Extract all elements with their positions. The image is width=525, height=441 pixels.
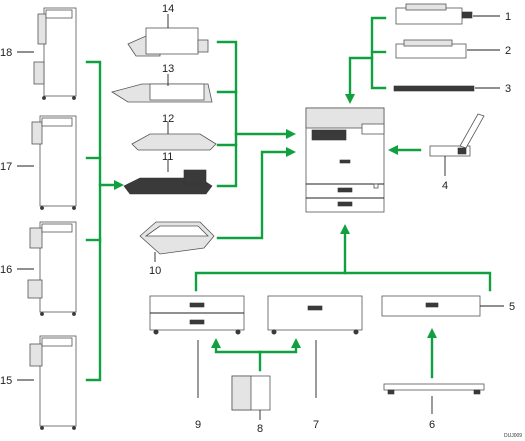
option-13 <box>111 83 213 103</box>
option-11 <box>123 169 213 195</box>
callout-10: 10 <box>149 265 161 277</box>
callout-11: 11 <box>162 151 173 163</box>
callout-18: 18 <box>0 47 12 59</box>
callout-5: 5 <box>509 301 515 313</box>
option-7 <box>267 295 363 335</box>
leader-lines <box>17 14 504 420</box>
option-9 <box>149 295 245 335</box>
callout-8: 8 <box>257 423 263 435</box>
option-8 <box>231 375 271 411</box>
callout-13: 13 <box>162 63 174 75</box>
finisher-16 <box>27 221 77 316</box>
option-6 <box>383 383 485 395</box>
callout-1: 1 <box>505 11 511 23</box>
callout-12: 12 <box>162 113 174 125</box>
option-14 <box>127 27 209 57</box>
callout-17: 17 <box>0 161 12 173</box>
callout-15: 15 <box>0 375 12 387</box>
option-12 <box>131 133 217 151</box>
callout-16: 16 <box>0 264 12 276</box>
finisher-17 <box>31 115 77 210</box>
option-1 <box>395 3 473 25</box>
option-2 <box>395 39 467 59</box>
connector-lines <box>85 16 492 382</box>
option-10 <box>139 221 215 255</box>
finisher-15 <box>29 335 77 430</box>
option-3 <box>393 85 475 92</box>
option-4 <box>429 113 485 157</box>
main-machine <box>305 107 385 213</box>
callout-7: 7 <box>313 419 319 431</box>
callout-4: 4 <box>442 180 448 192</box>
callout-2: 2 <box>505 45 511 57</box>
option-5 <box>381 295 481 317</box>
callout-6: 6 <box>429 419 435 431</box>
image-code: DUJ009 <box>504 433 522 439</box>
callout-14: 14 <box>162 3 174 15</box>
callout-3: 3 <box>505 83 511 95</box>
callout-9: 9 <box>195 419 201 431</box>
finisher-18 <box>33 7 77 100</box>
